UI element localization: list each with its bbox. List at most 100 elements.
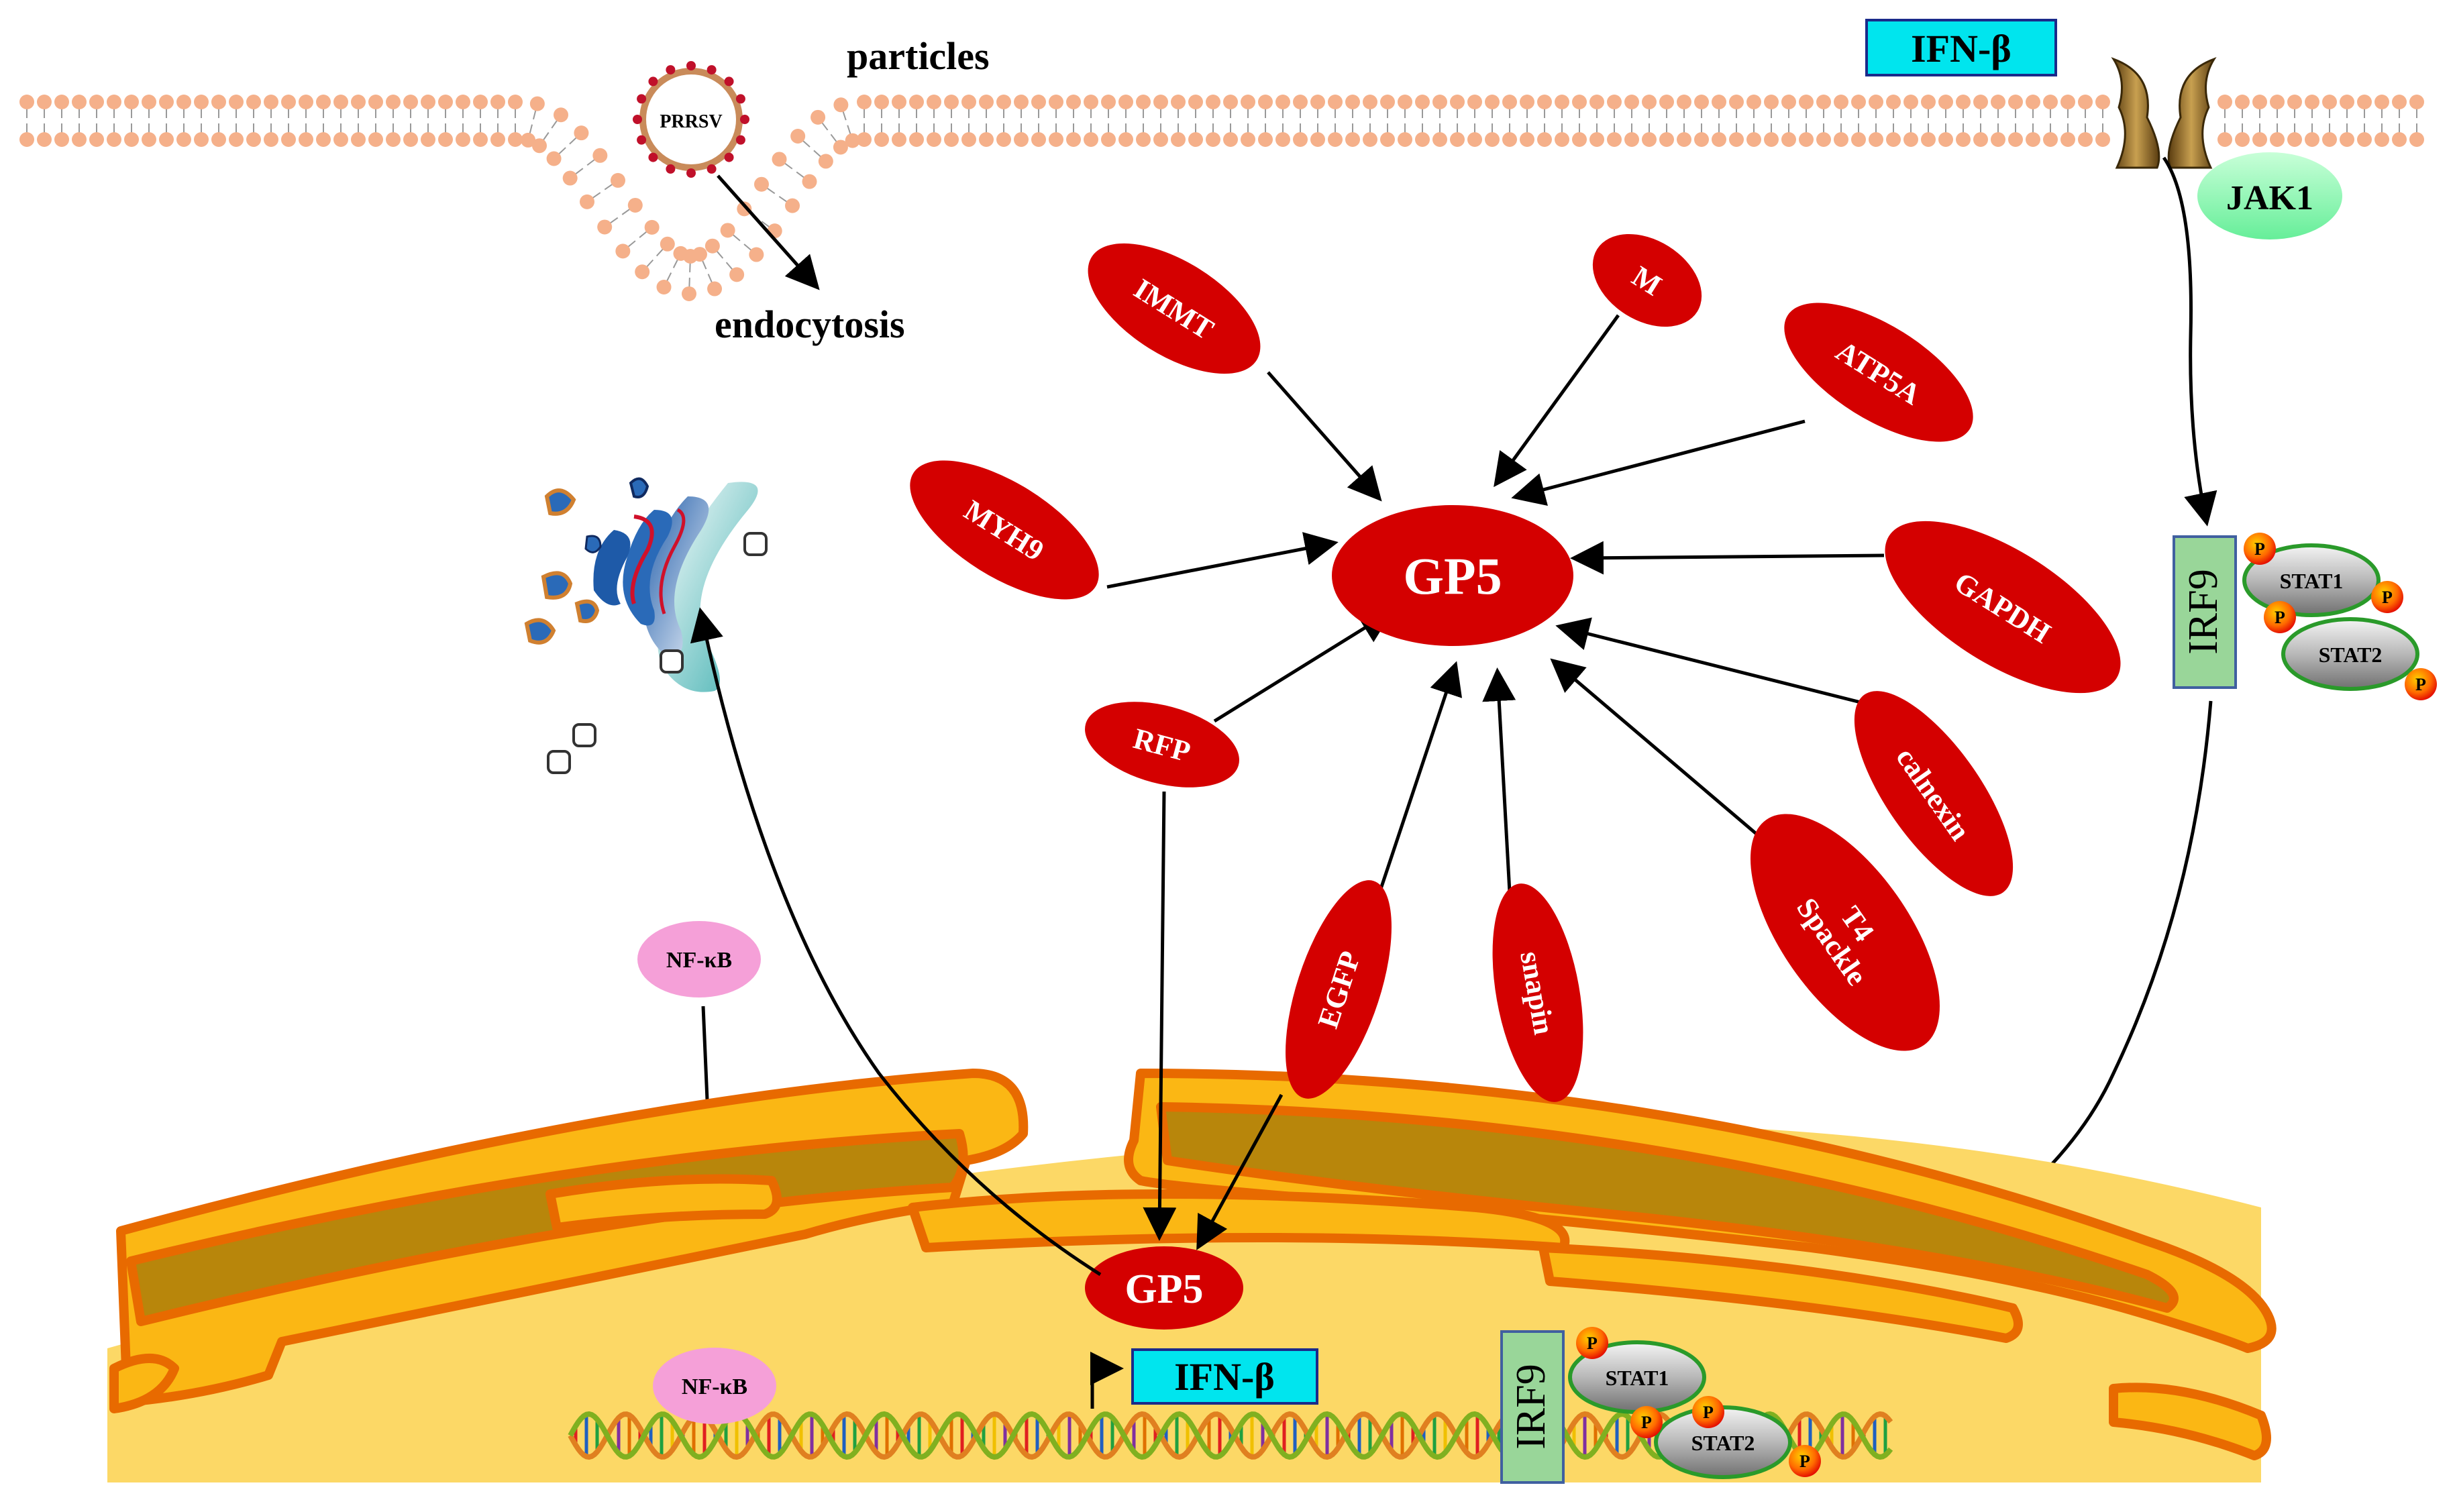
calnexin-to-gp5-arrow (1555, 617, 1869, 706)
lipid-head (961, 132, 976, 147)
jak1-node (2197, 152, 2342, 239)
lipid-head (720, 223, 735, 238)
lipid-head (1886, 95, 1901, 109)
stat1-top-node (2242, 543, 2381, 617)
nfkb-cytoplasm-label: NF-κB (666, 948, 732, 973)
lipid-head (176, 132, 191, 147)
lipid-head (2322, 95, 2337, 109)
phosphate-group: P (1576, 1327, 1608, 1359)
lipid-head (1345, 132, 1360, 147)
myh9-to-gp5-arrow (1106, 532, 1339, 589)
egfp-node: EGFP (1286, 880, 1392, 1099)
lipid-head (54, 95, 69, 109)
lipid-head (1101, 95, 1116, 109)
snapin-to-gp5-arrow (1482, 667, 1516, 893)
snapin-node: snapin (1492, 883, 1583, 1102)
lipid-head (264, 132, 278, 147)
lipid-head (1746, 95, 1761, 109)
lipid-head (2357, 132, 2372, 147)
lipid-head (1956, 132, 1971, 147)
gapdh-node: GAPDH (1885, 521, 2121, 694)
atp5a-node: ATP5A (1784, 303, 1973, 442)
lipid-head (159, 132, 174, 147)
lipid-head (2043, 95, 2058, 109)
lipid-head (1903, 95, 1918, 109)
gp5-to-golgi-arrow (690, 607, 1102, 1277)
lipid-head (1764, 95, 1779, 109)
lipid-head (281, 132, 296, 147)
lipid-head (1310, 132, 1325, 147)
endocytosis-label: endocytosis (715, 303, 905, 346)
lipid-head (909, 132, 924, 147)
lipid-head (1014, 132, 1029, 147)
lipid-head (909, 95, 924, 109)
lipid-head (802, 174, 817, 189)
lipid-head (2392, 132, 2407, 147)
lipid-head (1467, 95, 1482, 109)
lipid-head (892, 132, 906, 147)
lipid-head (1223, 95, 1238, 109)
phosphate-group: P (1630, 1406, 1663, 1438)
virus-spike (666, 65, 676, 75)
lipid-head (681, 286, 696, 301)
lipid-head (2270, 132, 2285, 147)
lipid-head (2374, 132, 2389, 147)
lipid-head (553, 107, 568, 123)
lipid-head (1589, 132, 1604, 147)
phosphate-group: P (2371, 581, 2403, 613)
lipid-head (2252, 95, 2267, 109)
lipid-head (351, 132, 366, 147)
nfkb-nucleus-node (653, 1348, 776, 1424)
ifnb-nuclear-box (1131, 1348, 1318, 1405)
lipid-head (1537, 95, 1552, 109)
lipid-head (1241, 132, 1255, 147)
lipid-head (386, 95, 401, 109)
lipid-head (1171, 132, 1186, 147)
lipid-head (644, 219, 660, 235)
lipid-head (490, 132, 505, 147)
lipid-head (1659, 132, 1674, 147)
myh9-node: MYH9 (910, 460, 1099, 600)
irf9-top-label: IRF9 (2181, 569, 2226, 654)
jak1-label: JAK1 (2226, 179, 2313, 217)
lipid-head (299, 95, 313, 109)
lipid-head (1275, 95, 1290, 109)
gp5-central-label: GP5 (1403, 547, 1502, 605)
lipid-head (2287, 95, 2302, 109)
lipid-head (1485, 132, 1500, 147)
lipid-head (660, 236, 675, 252)
myh9-ellipse (910, 460, 1099, 600)
ifn-receptor-channel (2111, 57, 2217, 169)
lipid-head (1520, 132, 1534, 147)
irf9-nuclear-label: IRF9 (1508, 1364, 1554, 1449)
stat1-nuclear-label: STAT1 (1606, 1366, 1669, 1390)
lipid-head (2322, 132, 2337, 147)
lipid-head (961, 95, 976, 109)
lipid-head (2340, 95, 2354, 109)
lipid-head (2235, 132, 2250, 147)
lipid-head (1258, 95, 1273, 109)
lipid-head (546, 151, 562, 166)
lipid-head (2095, 95, 2110, 109)
lipid-head (107, 95, 121, 109)
stat2-nuclear-label: STAT2 (1691, 1431, 1755, 1455)
ifnb-top-box (1865, 19, 2057, 76)
lipid-head (2392, 95, 2407, 109)
lipid-head (2409, 132, 2424, 147)
lipid-head (753, 176, 769, 192)
lipid-head (874, 95, 889, 109)
lipid-head (1921, 95, 1936, 109)
lipid-head (1589, 95, 1604, 109)
lipid-head (2078, 132, 2093, 147)
phosphate-label: P (2254, 539, 2265, 559)
lipid-head (1799, 132, 1814, 147)
lipid-head (529, 96, 545, 111)
lipid-head (54, 132, 69, 147)
lipid-head (1415, 132, 1430, 147)
lipid-head (979, 95, 994, 109)
lipid-head (1502, 95, 1517, 109)
endoplasmic-reticulum (109, 1069, 2277, 1460)
